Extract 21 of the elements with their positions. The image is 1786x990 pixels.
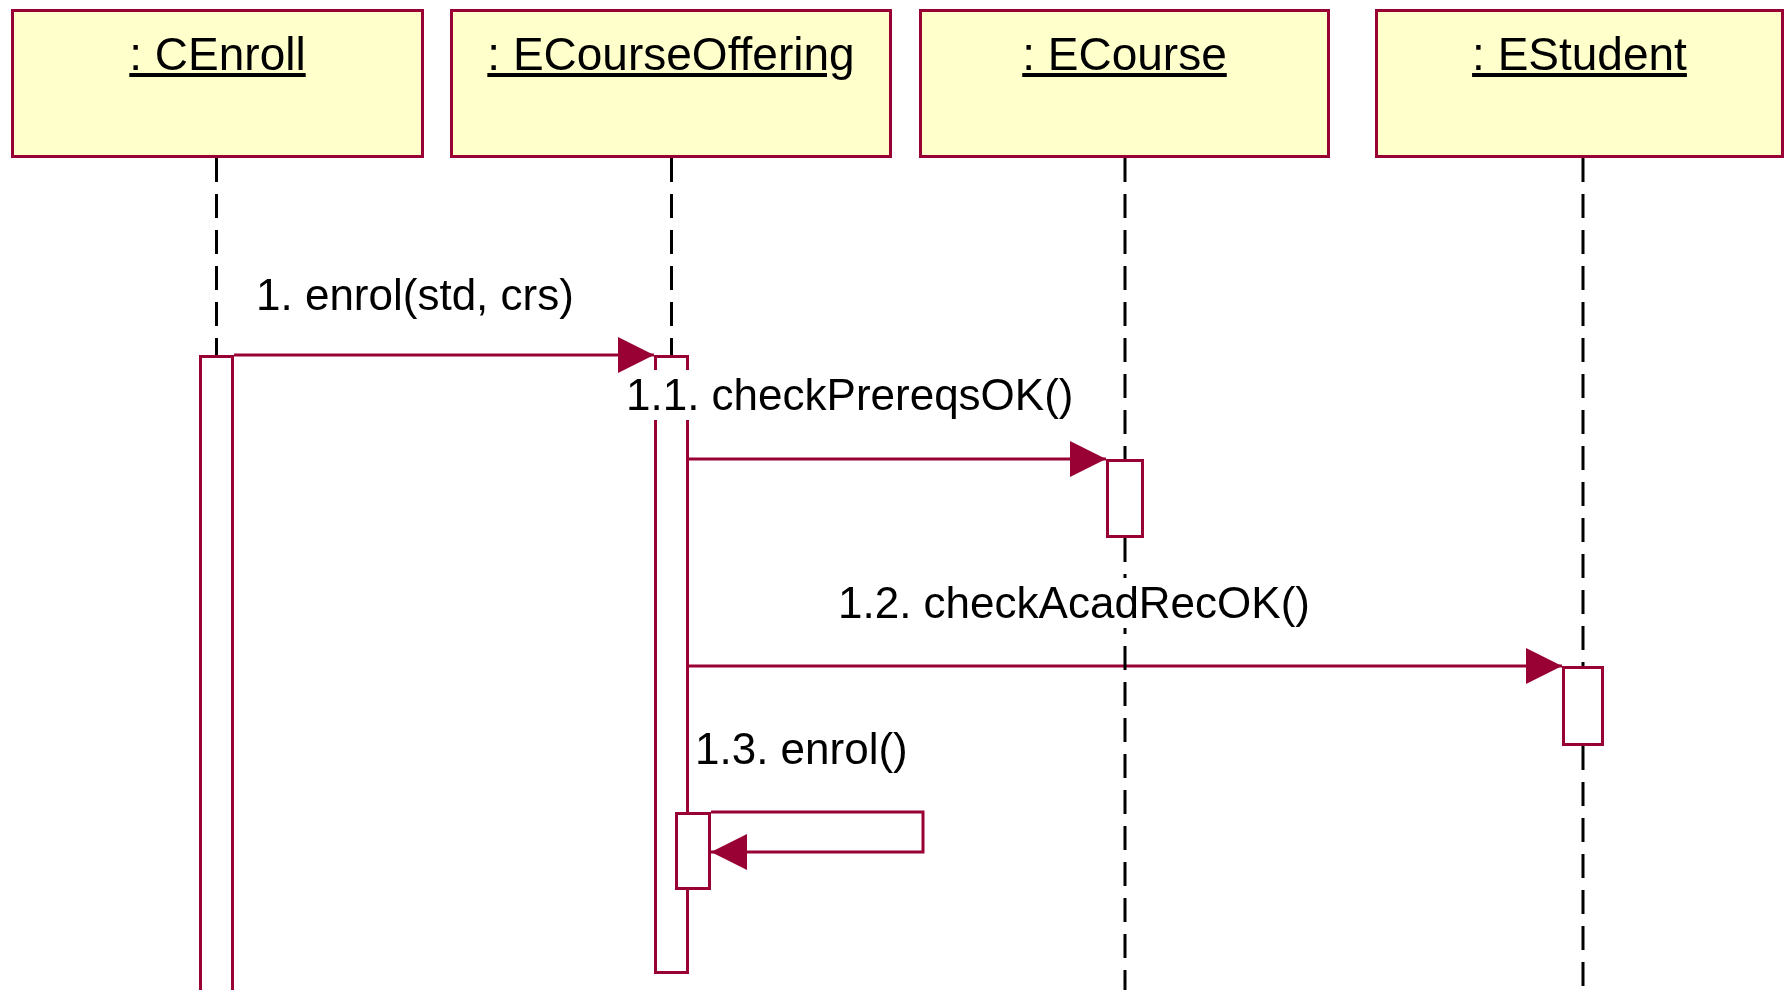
object-name: : ECourse	[1022, 27, 1227, 82]
message-arrow	[711, 810, 925, 870]
object-header-box	[919, 9, 1330, 158]
object-name: : CEnroll	[129, 27, 306, 82]
lifeline	[670, 158, 673, 355]
message-arrow	[689, 441, 1106, 477]
lifeline	[1123, 158, 1127, 459]
activation-bar	[1106, 459, 1144, 538]
lifeline	[215, 158, 218, 355]
activation-bar	[199, 355, 234, 990]
object-header-box	[450, 9, 892, 158]
object-header-box	[11, 9, 424, 158]
activation-bar	[675, 812, 711, 890]
activation-bar	[1562, 666, 1604, 746]
object-name: : ECourseOffering	[487, 27, 855, 82]
lifeline	[1581, 158, 1585, 666]
lifeline	[1123, 538, 1127, 990]
message-arrow	[689, 648, 1562, 684]
object-name: : EStudent	[1472, 27, 1687, 82]
object-header-box	[1375, 9, 1784, 158]
message-arrow	[234, 337, 654, 373]
